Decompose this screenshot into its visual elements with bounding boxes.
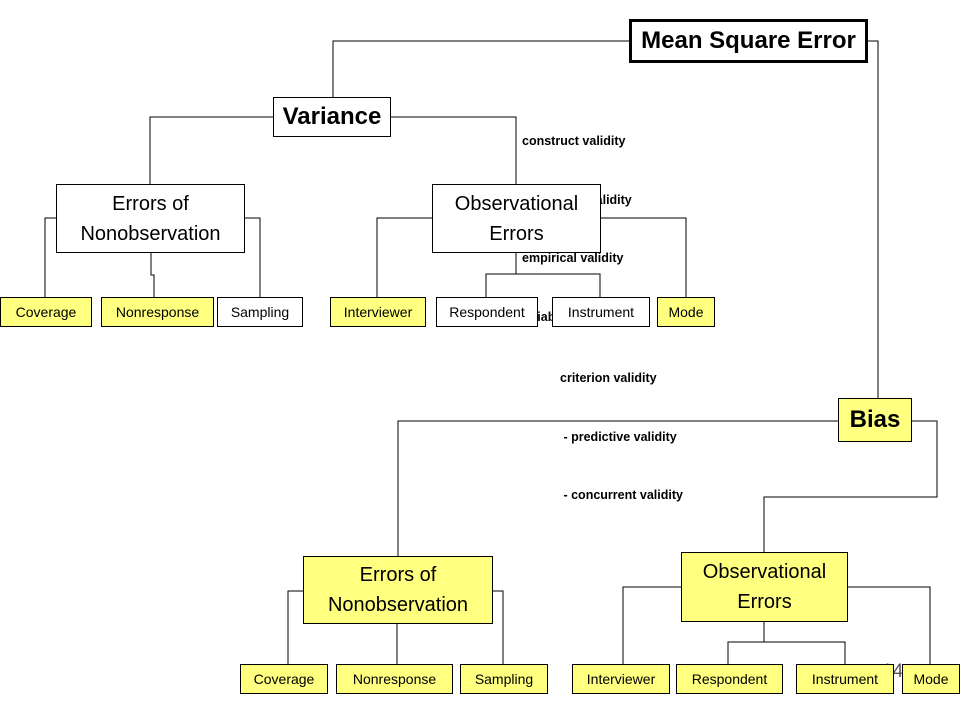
note-line: construct validity (522, 134, 626, 148)
connector-bias-nonobs-sampling (493, 590, 504, 664)
bias-source-nonresponse: Nonresponse (336, 664, 453, 694)
connector-bias-obs-resp-inst (727, 622, 846, 664)
connector-obs-interviewer (376, 217, 432, 297)
connector-bias-nonobs-coverage (287, 590, 303, 664)
connector-bias-obs (763, 420, 938, 552)
note-line: empirical validity (522, 251, 624, 265)
connector-bias-obs-mode (848, 586, 931, 664)
note-line: - predictive validity (560, 429, 677, 444)
connector-mse-bias (868, 40, 879, 398)
bias-source-sampling: Sampling (460, 664, 548, 694)
variance-nonobservation-node: Errors of Nonobservation (56, 184, 245, 253)
variance-source-coverage: Coverage (0, 297, 92, 327)
variance-source-mode: Mode (657, 297, 715, 327)
connector-bias-nonobs (397, 420, 838, 556)
bias-source-mode: Mode (902, 664, 960, 694)
bias-nonobservation-node: Errors of Nonobservation (303, 556, 493, 624)
bias-source-instrument: Instrument (796, 664, 894, 694)
bias-source-coverage: Coverage (240, 664, 328, 694)
bias-observational-node: Observational Errors (681, 552, 848, 622)
mean-square-error-node: Mean Square Error (629, 19, 868, 63)
connector-nonobs-nonresponse (150, 253, 155, 297)
variance-observational-node: Observational Errors (432, 184, 601, 253)
criterion-notes: criterion validity - predictive validity… (560, 330, 683, 525)
connector-variance-nonobs (149, 116, 273, 184)
connector-obs-mode (601, 217, 687, 297)
variance-source-interviewer: Interviewer (330, 297, 426, 327)
connector-nonobs-sampling (245, 217, 261, 297)
variance-source-nonresponse: Nonresponse (101, 297, 214, 327)
variance-source-instrument: Instrument (552, 297, 650, 327)
variance-source-sampling: Sampling (217, 297, 303, 327)
connector-mse-variance (332, 40, 629, 97)
note-line: - concurrent validity (560, 488, 683, 502)
connector-variance-obs (391, 116, 517, 184)
variance-source-respondent: Respondent (436, 297, 538, 327)
bias-source-respondent: Respondent (676, 664, 783, 694)
note-line: criterion validity (560, 371, 657, 385)
connector-nonobs-coverage (44, 217, 56, 297)
variance-node: Variance (273, 97, 391, 137)
connector-obs-resp-inst (485, 253, 601, 297)
bias-source-interviewer: Interviewer (572, 664, 670, 694)
connector-bias-obs-interviewer (622, 586, 681, 664)
bias-node: Bias (838, 398, 912, 442)
